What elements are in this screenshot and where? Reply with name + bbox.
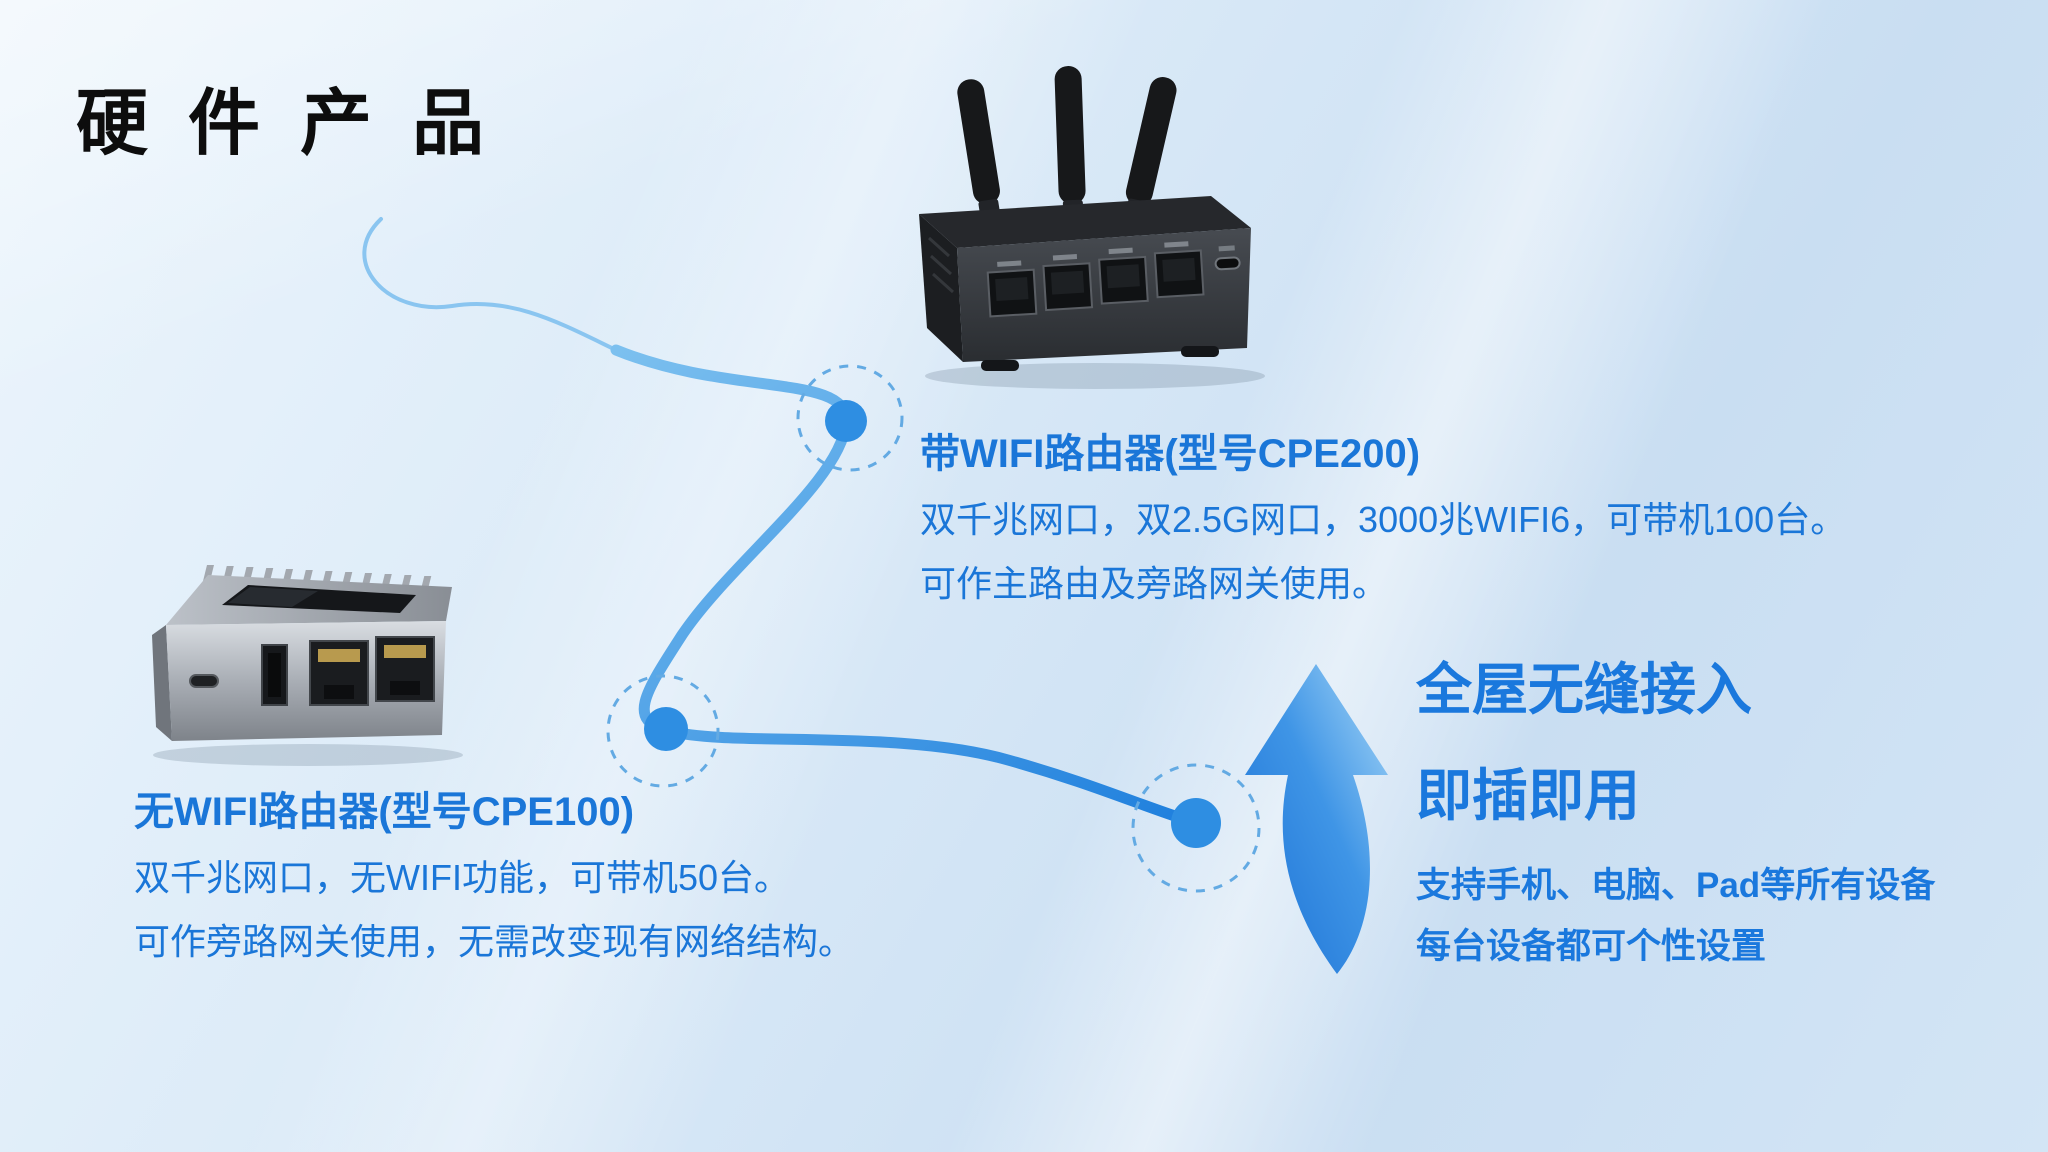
connection-node-ring	[1131, 763, 1261, 893]
cpe100-screen-sheen	[228, 587, 318, 607]
cpe200-desc-line2: 可作主路由及旁路网关使用。	[920, 563, 1389, 604]
connection-node-ring	[606, 674, 720, 788]
cpe100-info: 无WIFI路由器(型号CPE100) 双千兆网口，无WIFI功能，可带机50台。…	[134, 792, 854, 960]
connection-node-dot	[1171, 798, 1221, 848]
cpe200-desc-line1: 双千兆网口，双2.5G网口，3000兆WIFI6，可带机100台。	[920, 499, 1847, 540]
cpe200-info: 带WIFI路由器(型号CPE200) 双千兆网口，双2.5G网口，3000兆WI…	[920, 434, 1846, 602]
features-block: 全屋无缝接入 即插即用 支持手机、电脑、Pad等所有设备 每台设备都可个性设置	[1416, 658, 1936, 966]
feature-detail-1: 支持手机、电脑、Pad等所有设备	[1416, 866, 1936, 905]
cpe100-usbc-port	[189, 674, 219, 688]
cpe200-feet	[981, 346, 1219, 371]
feature-headline-1: 全屋无缝接入	[1416, 658, 1752, 721]
cpe200-name: 带WIFI路由器(型号CPE200)	[920, 432, 1421, 476]
cpe100-desc-line2: 可作旁路网关使用，无需改变现有网络结构。	[134, 921, 855, 962]
page-title: 硬 件 产 品	[76, 84, 495, 164]
cpe100-desc-line1: 双千兆网口，无WIFI功能，可带机50台。	[134, 857, 791, 898]
cpe100-ethernet-ports	[309, 636, 435, 706]
connection-node-ring	[796, 364, 904, 472]
cpe100-left-face	[152, 625, 172, 741]
cpe200-router-image	[919, 66, 1265, 389]
cpe200-top-face	[919, 196, 1251, 248]
up-arrow-icon	[1245, 664, 1388, 974]
cpe100-shadow	[153, 744, 463, 766]
cpe200-left-face	[919, 214, 963, 362]
cpe100-usba-port	[261, 644, 288, 706]
connection-line-start-squiggle	[362, 217, 618, 352]
feature-headline-2: 即插即用	[1416, 764, 1640, 827]
cpe100-router-image	[152, 565, 463, 766]
cpe200-shadow	[925, 363, 1265, 389]
cpe100-name: 无WIFI路由器(型号CPE100)	[134, 790, 635, 834]
cpe200-left-vents	[927, 236, 955, 294]
cpe200-antennas	[957, 66, 1177, 216]
feature-detail-2: 每台设备都可个性设置	[1416, 927, 1767, 966]
connection-node-dot	[644, 707, 688, 751]
connection-node-dot	[825, 400, 867, 442]
cpe200-ethernet-ports	[986, 241, 1205, 318]
cpe200-usbc-port	[1214, 245, 1241, 271]
connection-line-main	[610, 344, 1202, 829]
